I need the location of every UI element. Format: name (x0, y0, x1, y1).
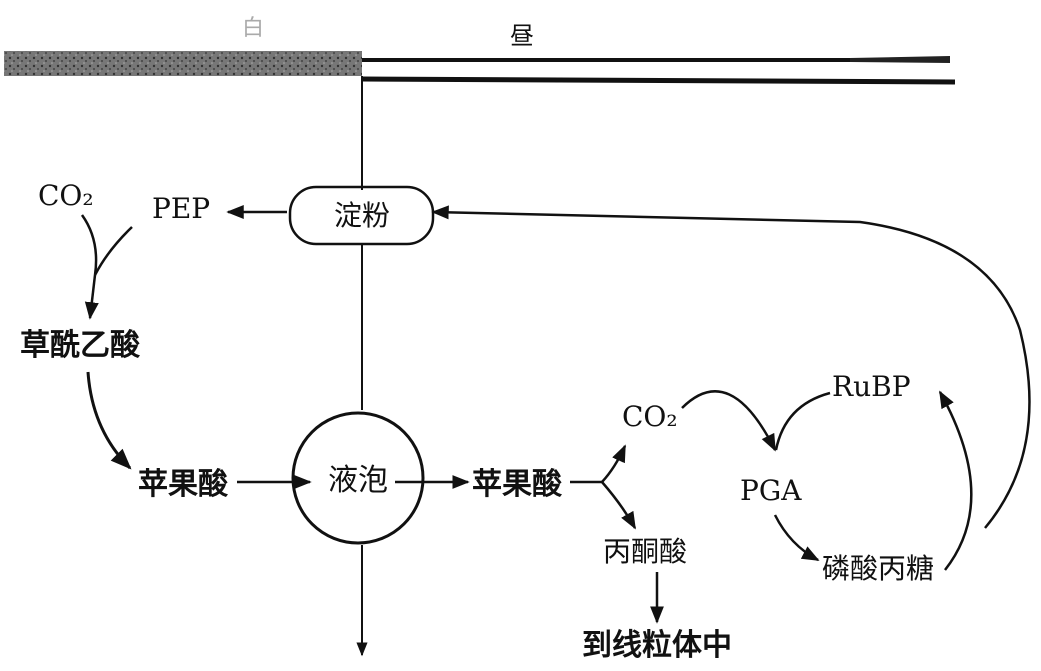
converge-to-oaa-arrow (84, 274, 99, 320)
vacuole-label: 液泡 (328, 463, 388, 498)
co2-to-pga-arc (681, 390, 777, 452)
starch-label: 淀粉 (334, 199, 390, 232)
triose-to-starch-arc (431, 205, 1031, 529)
triose-to-rubp-arc (938, 390, 973, 571)
pga-to-triose-arc (773, 514, 820, 562)
triose-p-label: 磷酸丙糖 (822, 552, 934, 585)
oaa-to-malate-arrow (86, 371, 132, 470)
co2-left-label: CO₂ (38, 179, 94, 212)
day-band-top-tail (850, 56, 950, 63)
to-mito-label: 到线粒体中 (582, 628, 732, 663)
oaa-label: 草酰乙酸 (20, 328, 141, 363)
header-left-mark: 白 (242, 16, 264, 41)
split-to-co2-arrow (601, 444, 627, 483)
rubp-to-pga-arc (774, 391, 831, 451)
day-band-bottom-line (361, 76, 956, 85)
vacuole-circle (291, 411, 425, 545)
pga-label: PGA (740, 474, 802, 507)
night-band (4, 51, 362, 76)
pep-label: PEP (152, 192, 210, 225)
header-right-mark: 昼 (510, 22, 534, 50)
day-night-band: 白 昼 (4, 16, 956, 85)
pyruvate-label: 丙酮酸 (603, 535, 687, 568)
malate-left-label: 苹果酸 (138, 467, 229, 502)
co2-right-label: CO₂ (622, 400, 678, 433)
co2-converge-arrow-a (80, 214, 98, 276)
split-to-pyruvate-arrow (601, 481, 637, 530)
rubp-label: RuBP (832, 370, 911, 403)
co2-converge-arrow-b (93, 226, 133, 276)
malate-right-label: 苹果酸 (472, 467, 563, 502)
